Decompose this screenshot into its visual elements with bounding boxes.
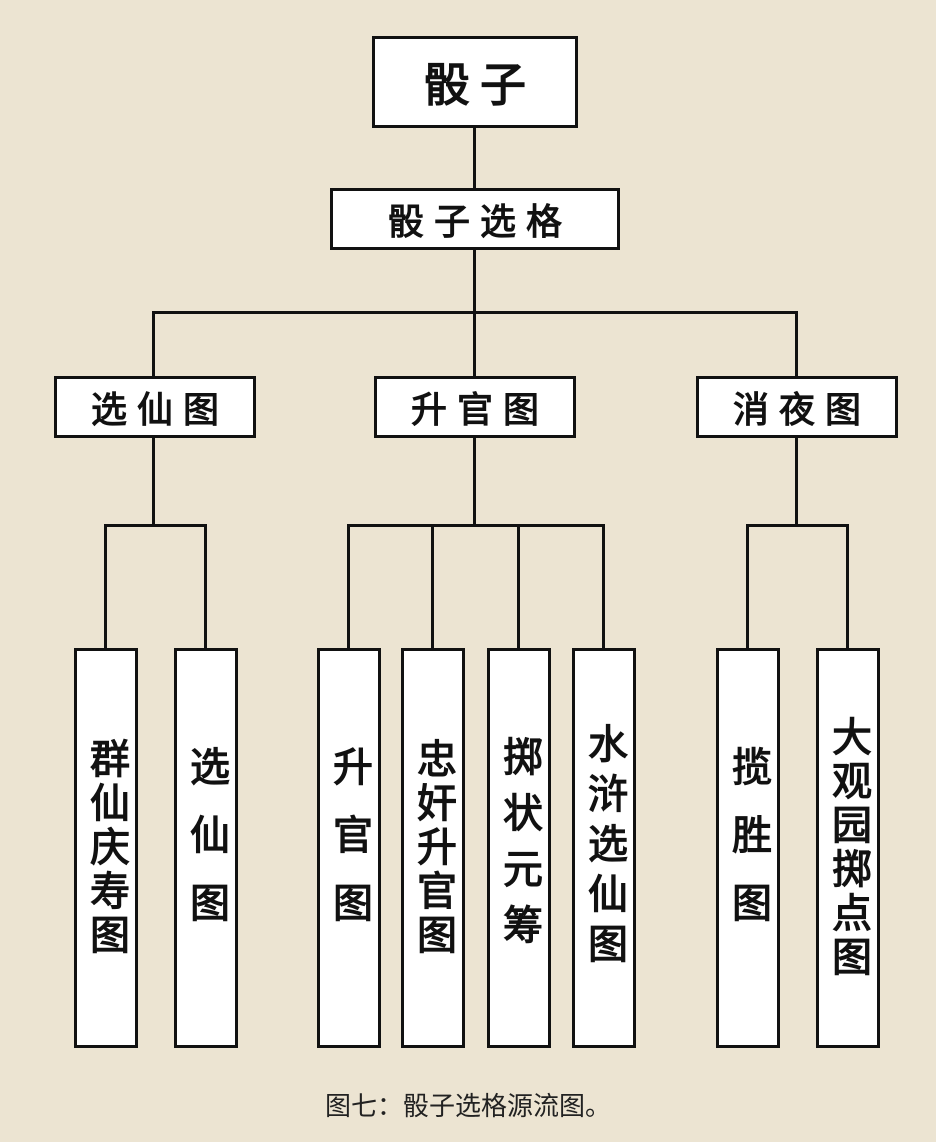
figure-caption: 图七：骰子选格源流图。 (324, 1092, 611, 1122)
leaf-node: 忠奸升官图 (401, 648, 465, 1048)
leaf-node: 选仙图 (174, 648, 238, 1048)
leaf-node: 水浒选仙图 (572, 648, 636, 1048)
connector-line (795, 311, 798, 377)
connector-line (746, 524, 849, 527)
connector-line (104, 524, 107, 648)
connector-line (795, 436, 798, 526)
connector-line (473, 311, 476, 377)
group-node-xiaoye: 消夜图 (696, 376, 898, 438)
leaf-node: 大观园掷点图 (816, 648, 880, 1048)
group-node-xuanxian: 选仙图 (54, 376, 256, 438)
connector-line (746, 524, 749, 648)
connector-line (473, 436, 476, 526)
connector-line (204, 524, 207, 648)
connector-line (104, 524, 206, 527)
level1-node: 骰子选格 (330, 188, 620, 250)
connector-line (473, 126, 476, 188)
leaf-node: 升官图 (317, 648, 381, 1048)
connector-line (846, 524, 849, 648)
leaf-node: 揽胜图 (716, 648, 780, 1048)
connector-line (517, 524, 520, 648)
connector-line (602, 524, 605, 648)
group-node-shengguan: 升官图 (374, 376, 576, 438)
leaf-node: 掷状元筹 (487, 648, 551, 1048)
connector-line (152, 436, 155, 526)
connector-line (473, 247, 476, 313)
root-node: 骰子 (372, 36, 578, 128)
leaf-node: 群仙庆寿图 (74, 648, 138, 1048)
connector-line (347, 524, 605, 527)
connector-line (347, 524, 350, 648)
connector-line (431, 524, 434, 648)
connector-line (152, 311, 155, 377)
